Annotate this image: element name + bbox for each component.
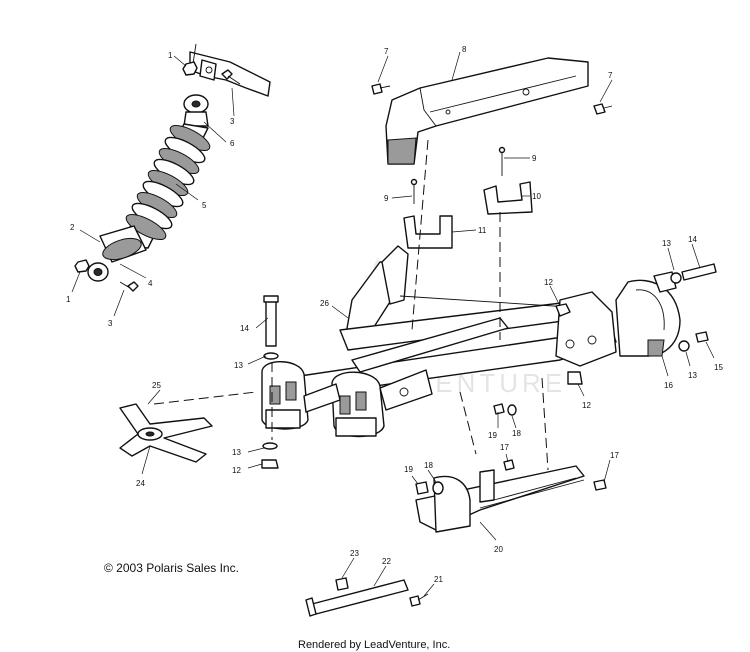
callout-12b: 12 (232, 466, 241, 475)
callout-5: 5 (202, 201, 207, 210)
bracket-11 (403, 215, 453, 249)
callout-14a: 14 (688, 235, 697, 244)
bolt-17-upper (503, 459, 515, 471)
shock-bolt-bottom (127, 281, 139, 292)
frame-tower-right (555, 291, 617, 367)
callout-21: 21 (434, 575, 443, 584)
washer-13-lower (262, 442, 278, 450)
callout-22: 22 (382, 557, 391, 566)
callout-12a: 12 (544, 278, 553, 287)
callout-19a: 19 (488, 431, 497, 440)
lower-rail (305, 577, 429, 617)
bolt-21 (409, 595, 421, 607)
rail-22 (311, 579, 409, 615)
callout-24: 24 (136, 479, 145, 488)
coil-spring (125, 124, 211, 241)
callout-20: 20 (494, 545, 503, 554)
cover-bolt-left (371, 83, 383, 95)
callout-8: 8 (462, 45, 467, 54)
callout-18b: 18 (424, 461, 433, 470)
callout-3b: 3 (108, 319, 113, 328)
callout-13d: 13 (688, 371, 697, 380)
callout-11: 11 (478, 226, 487, 235)
callout-19b: 19 (404, 465, 413, 474)
alignment-lines (153, 139, 549, 471)
nut-12-left (261, 459, 279, 469)
callout-9b: 9 (384, 194, 389, 203)
callout-labels: 1 3 6 5 2 4 1 3 7 8 7 9 9 10 11 12 13 14… (66, 45, 723, 584)
front-left-hardware (261, 295, 279, 469)
nut-12-right-upper (555, 303, 571, 317)
bolt-17-lower (593, 479, 607, 491)
callout-1a: 1 (168, 51, 173, 60)
rail-cover (371, 57, 613, 165)
callout-10: 10 (532, 192, 541, 201)
cover-bolt-right (593, 103, 606, 115)
rendered-by-credit: Rendered by LeadVenture, Inc. (298, 639, 450, 651)
callout-2: 2 (70, 223, 75, 232)
callout-26: 26 (320, 299, 329, 308)
leader-lines (71, 51, 715, 597)
copyright-notice: © 2003 Polaris Sales Inc. (104, 561, 239, 575)
cross-plate (119, 403, 213, 463)
bolt-14-left (265, 299, 277, 347)
shock-nut-top (182, 61, 198, 76)
shock-absorber-assembly (74, 43, 271, 292)
nut-19-upper (493, 403, 505, 415)
slide-rail-assembly (415, 403, 607, 533)
callout-13c: 13 (232, 448, 241, 457)
callout-13a: 13 (662, 239, 671, 248)
callout-1b: 1 (66, 295, 71, 304)
callout-7b: 7 (608, 71, 613, 80)
callout-13b: 13 (234, 361, 243, 370)
callout-4: 4 (148, 279, 153, 288)
cover-8 (385, 57, 589, 165)
suspension-frame (261, 245, 681, 438)
callout-18a: 18 (512, 429, 521, 438)
callout-3a: 3 (230, 117, 235, 126)
washer-18-upper (507, 404, 517, 416)
shock-nut-bottom (74, 259, 90, 273)
callout-7a: 7 (384, 47, 389, 56)
callout-17a: 17 (500, 443, 509, 452)
nut-19-lower (415, 481, 429, 495)
bolt-14-right (681, 263, 717, 281)
shock-bolt-top (221, 69, 233, 80)
callout-9a: 9 (532, 154, 537, 163)
cross-plate-24 (119, 403, 213, 463)
washer-13-right-lower (678, 340, 690, 352)
callout-25: 25 (152, 381, 161, 390)
callout-16: 16 (664, 381, 673, 390)
bolt-15 (695, 331, 709, 343)
callout-17b: 17 (610, 451, 619, 460)
washer-13-upper (263, 352, 279, 360)
callout-15: 15 (714, 363, 723, 372)
washer-13-right (670, 272, 682, 284)
callout-23: 23 (350, 549, 359, 558)
rail-brackets (403, 146, 533, 249)
washer-18-lower (432, 481, 444, 495)
callout-12c: 12 (582, 401, 591, 410)
nut-23 (335, 577, 349, 591)
front-right-hardware (555, 263, 717, 385)
callout-14b: 14 (240, 324, 249, 333)
frame-arm-center (381, 245, 409, 305)
callout-6: 6 (230, 139, 235, 148)
nut-12-right-lower (567, 371, 583, 385)
bracket-10 (483, 181, 533, 215)
